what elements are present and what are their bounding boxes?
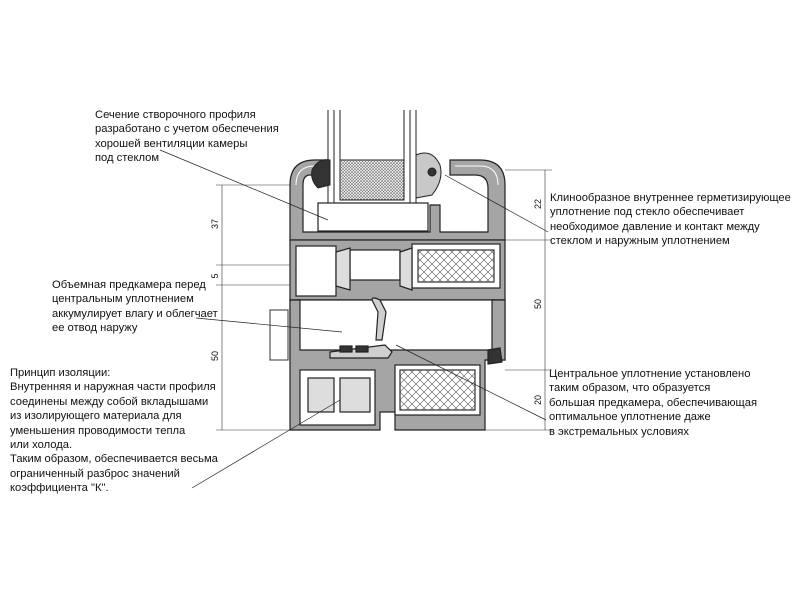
dim-left-5: 5 <box>210 273 220 278</box>
callout-prechamber: Объемная предкамера перед центральным уп… <box>52 279 218 335</box>
callout-wedge-seal: Клинообразное внутреннее герметизирующее… <box>550 192 791 248</box>
dim-right-50: 50 <box>533 299 543 309</box>
dimension-lines <box>216 169 552 431</box>
dim-right-22: 22 <box>533 199 543 209</box>
dim-left-50: 50 <box>210 351 220 361</box>
callout-central-seal: Центральное уплотнение установлено таким… <box>549 368 758 438</box>
sash-profile <box>289 159 506 241</box>
central-seal <box>329 297 503 365</box>
frame-profile <box>269 299 506 431</box>
glass-unit <box>327 110 417 206</box>
sash-chambers <box>289 202 506 301</box>
glass-seals <box>311 152 442 199</box>
callout-insulation: Принцип изоляции: Внутренняя и наружная … <box>10 367 218 495</box>
callout-sash-profile: Сечение створочного профиля разработано … <box>95 109 279 165</box>
leader-lines <box>159 149 549 489</box>
dim-left-37: 37 <box>210 219 220 229</box>
dim-right-20: 20 <box>533 395 543 405</box>
